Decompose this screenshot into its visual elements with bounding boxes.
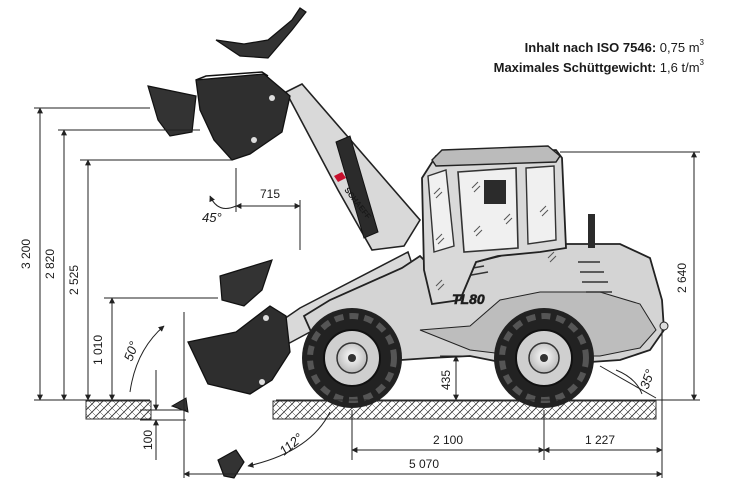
accent-chevron	[334, 172, 346, 182]
max-density-spec: Maximales Schüttgewicht: 1,6 t/m3	[493, 58, 704, 75]
max-density-value: 1,6 t/m	[659, 60, 700, 75]
dim-dump-height: 2 525	[67, 265, 81, 295]
bucket-top-dump	[215, 7, 307, 59]
dim-lower-height: 1 010	[91, 335, 105, 365]
glass-reflections	[433, 181, 557, 291]
capacity-sup: 3	[699, 38, 704, 47]
cab-window-rear	[525, 165, 557, 245]
dim-reach: 715	[260, 187, 280, 201]
dimension-lines	[34, 107, 700, 478]
rear-wheel	[494, 308, 594, 408]
angle-departure: 35°	[637, 367, 658, 391]
capacity-label: Inhalt nach ISO 7546:	[524, 40, 657, 55]
cab-window-front	[427, 169, 455, 253]
exhaust-pipe	[588, 214, 595, 248]
dim-rear-overhang: 1 227	[585, 433, 615, 447]
ground-right	[272, 400, 657, 420]
bucket-mid	[219, 259, 273, 307]
angle-lower-dump: 50°	[121, 339, 142, 363]
capacity-spec: Inhalt nach ISO 7546: 0,75 m3	[524, 38, 704, 55]
dim-overall-length: 5 070	[409, 457, 439, 471]
angle-dump: 45°	[202, 210, 222, 225]
dim-cab-height: 2 640	[675, 263, 689, 293]
dim-hinge-height: 2 820	[43, 249, 57, 279]
model-label: TL80	[452, 291, 485, 307]
max-density-label: Maximales Schüttgewicht:	[493, 60, 657, 75]
dim-max-height: 3 200	[19, 239, 33, 269]
dim-dig-depth: 100	[141, 430, 155, 450]
loader-machine: SCHAEFF SCHAEFF	[147, 7, 669, 479]
angle-rollback: 112°	[276, 430, 306, 458]
cab-roof	[431, 145, 561, 167]
front-wheel	[302, 308, 402, 408]
bucket-raised-main	[195, 73, 291, 161]
bucket-lowered	[187, 305, 291, 395]
bucket-raised-left	[147, 85, 197, 137]
lift-cylinder	[335, 135, 379, 239]
capacity-value: 0,75 m	[659, 40, 700, 55]
max-density-sup: 3	[699, 58, 704, 67]
dim-wheelbase: 2 100	[433, 433, 463, 447]
dim-ground-clearance: 435	[439, 370, 453, 390]
